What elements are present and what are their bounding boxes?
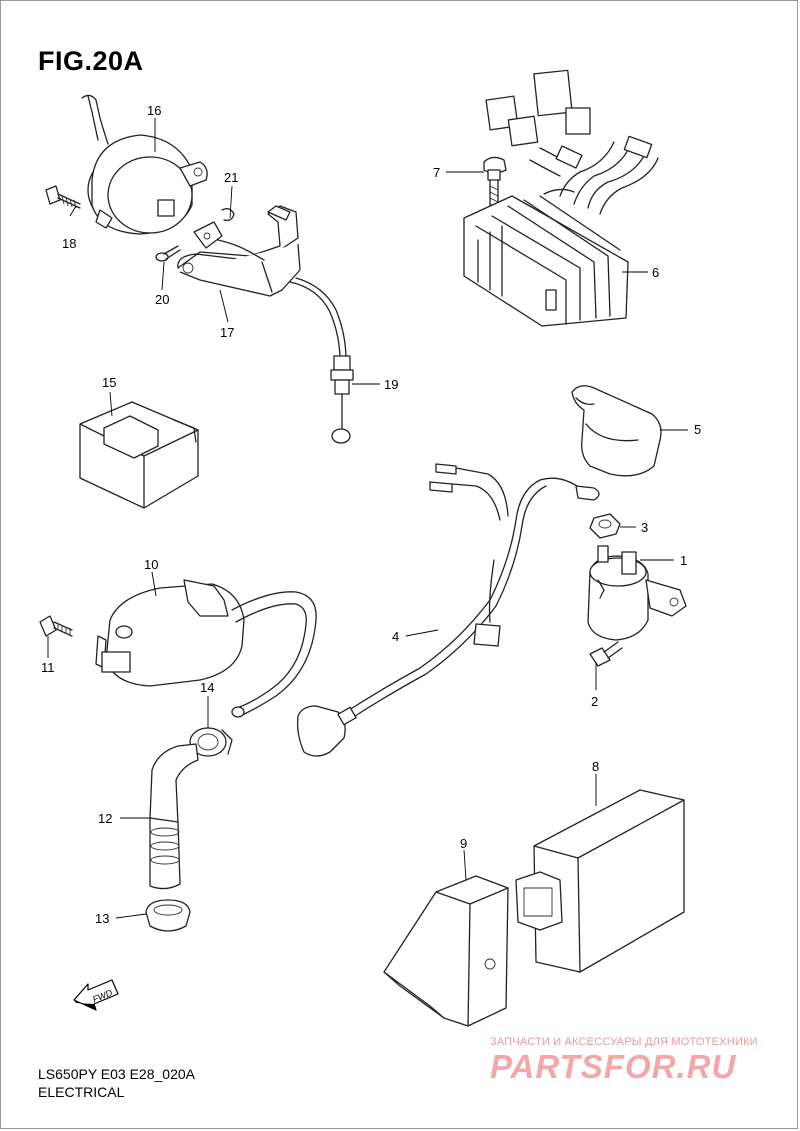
- callout-16: 16: [147, 103, 161, 118]
- watermark-tagline: ЗАПЧАСТИ И АКСЕССУАРЫ ДЛЯ МОТОТЕХНИКИ: [490, 1036, 758, 1048]
- part-13-drawing: [145, 899, 191, 932]
- callout-10: 10: [144, 557, 158, 572]
- callout-7: 7: [433, 165, 440, 180]
- part-2-drawing: [589, 641, 623, 667]
- part-4-drawing: [296, 463, 600, 757]
- part-1-drawing: [587, 545, 687, 641]
- callout-15: 15: [102, 375, 116, 390]
- section-name: ELECTRICAL: [38, 1084, 125, 1100]
- callout-20: 20: [155, 292, 169, 307]
- callout-13: 13: [95, 911, 109, 926]
- part-11-drawing: [39, 615, 73, 637]
- callout-9: 9: [460, 836, 467, 851]
- callout-14: 14: [200, 680, 214, 695]
- part-9-drawing: [383, 875, 509, 1027]
- callout-21: 21: [224, 170, 238, 185]
- callout-labels: 1 2 3 4 5 6 7 8 9 10 11 12 13 14 15 16 1…: [41, 103, 701, 926]
- callout-11: 11: [41, 660, 55, 675]
- part-6-wiring: [485, 69, 659, 215]
- callout-17: 17: [220, 325, 234, 340]
- part-21-drawing: [193, 208, 265, 261]
- part-18-drawing: [45, 185, 81, 209]
- watermark-brand: PARTSFOR.RU: [490, 1048, 737, 1085]
- part-8-drawing: [515, 789, 685, 973]
- part-10-drawing: [95, 579, 317, 718]
- forward-direction-arrow: FWD: [73, 979, 119, 1011]
- callout-4: 4: [392, 629, 399, 644]
- model-code: LS650PY E03 E28_020A: [38, 1066, 195, 1082]
- callout-3: 3: [641, 520, 648, 535]
- part-7-drawing: [483, 156, 507, 213]
- part-6-drawing: [463, 188, 629, 327]
- callout-12: 12: [98, 811, 112, 826]
- callout-5: 5: [694, 422, 701, 437]
- part-16-drawing: [81, 94, 208, 235]
- callout-18: 18: [62, 236, 76, 251]
- callout-1: 1: [680, 553, 687, 568]
- callout-6: 6: [652, 265, 659, 280]
- part-19-drawing: [289, 277, 354, 444]
- callout-8: 8: [592, 759, 599, 774]
- callout-2: 2: [591, 694, 598, 709]
- part-5-drawing: [571, 385, 662, 477]
- leader-lines: [47, 118, 688, 919]
- figure-title: FIG.20A: [38, 46, 144, 76]
- callout-19: 19: [384, 377, 398, 392]
- part-3-drawing: [589, 513, 621, 539]
- part-15-drawing: [79, 401, 199, 509]
- part-20-drawing: [155, 245, 181, 262]
- part-12-drawing: [149, 743, 199, 890]
- part-17-drawing: [177, 205, 301, 297]
